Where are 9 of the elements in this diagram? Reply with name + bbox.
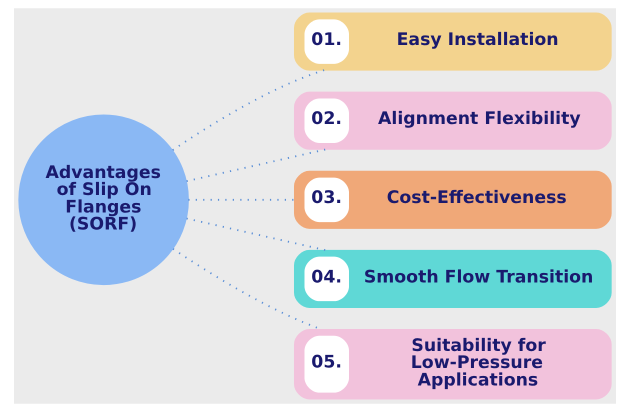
node-box: 03. Cost-Effectiveness	[294, 170, 612, 229]
node-box: 01. Easy Installation	[294, 12, 612, 71]
connector	[186, 148, 328, 182]
node-box: 05. Suitability for Low-Pressure Applications	[294, 329, 612, 400]
node-box: 02. Alignment Flexibility	[294, 92, 612, 150]
connector	[172, 69, 324, 151]
node-circle: Advantages of Slip On Flanges (SORF)	[18, 114, 189, 286]
connector	[186, 218, 328, 252]
node-box: 04. Smooth Flow Transition	[294, 250, 612, 308]
